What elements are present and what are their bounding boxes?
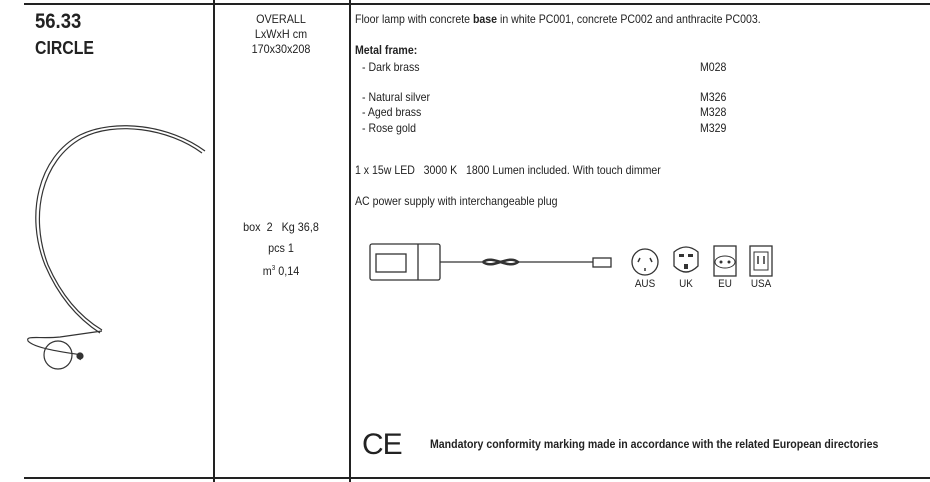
finish-code: M028 bbox=[700, 60, 727, 74]
finish-name: - Aged brass bbox=[362, 105, 422, 119]
metal-frame-title: Metal frame: bbox=[355, 43, 418, 57]
dimensions-value: 170x30x208 bbox=[251, 42, 311, 56]
finish-code: M329 bbox=[700, 121, 727, 135]
plug-label: USA bbox=[750, 278, 772, 290]
finish-name: - Natural silver bbox=[362, 90, 431, 104]
lamp-drawing bbox=[27, 125, 206, 370]
power-adapter-icon bbox=[369, 243, 612, 281]
finish-name: - Dark brass bbox=[362, 60, 420, 74]
volume: m3 0,14 bbox=[220, 262, 342, 278]
description: Floor lamp with concrete base in white P… bbox=[355, 12, 761, 26]
finish-code: M328 bbox=[700, 105, 727, 119]
power-spec: AC power supply with interchangeable plu… bbox=[355, 194, 558, 208]
finish-code: M326 bbox=[700, 90, 727, 104]
desc-post: in white PC001, concrete PC002 and anthr… bbox=[497, 12, 761, 26]
uk-plug-icon bbox=[673, 246, 699, 273]
pieces: pcs 1 bbox=[268, 241, 294, 255]
product-code: 56.33 bbox=[35, 10, 82, 33]
bottom-rule bbox=[24, 477, 930, 479]
volume-exp: 3 bbox=[271, 265, 276, 272]
volume-value: 0,14 bbox=[278, 264, 300, 278]
product-name: CIRCLE bbox=[35, 38, 94, 58]
volume-unit: m bbox=[262, 264, 272, 278]
finish-name: - Rose gold bbox=[362, 121, 417, 135]
usa-plug-icon bbox=[749, 245, 773, 277]
desc-pre: Floor lamp with concrete bbox=[355, 12, 473, 26]
column-divider bbox=[213, 0, 215, 482]
plug-icons: AUS UK EU USA bbox=[628, 242, 788, 302]
plug-label: AUS bbox=[634, 278, 656, 290]
dimensions-label: OVERALL bbox=[256, 12, 306, 26]
desc-bold: base bbox=[472, 12, 498, 26]
eu-plug-icon bbox=[713, 245, 737, 277]
box-weight: box 2 Kg 36,8 bbox=[243, 220, 319, 234]
ce-mark: CE bbox=[362, 428, 403, 461]
plug-label: EU bbox=[718, 278, 732, 290]
ce-text: Mandatory conformity marking made in acc… bbox=[430, 437, 879, 451]
aus-plug-icon bbox=[631, 248, 659, 276]
column-divider bbox=[349, 0, 351, 482]
plug-label: UK bbox=[679, 278, 693, 290]
dimensions-unit: LxWxH cm bbox=[254, 27, 308, 41]
top-rule bbox=[24, 3, 930, 5]
led-spec: 1 x 15w LED 3000 K 1800 Lumen included. … bbox=[355, 163, 661, 177]
